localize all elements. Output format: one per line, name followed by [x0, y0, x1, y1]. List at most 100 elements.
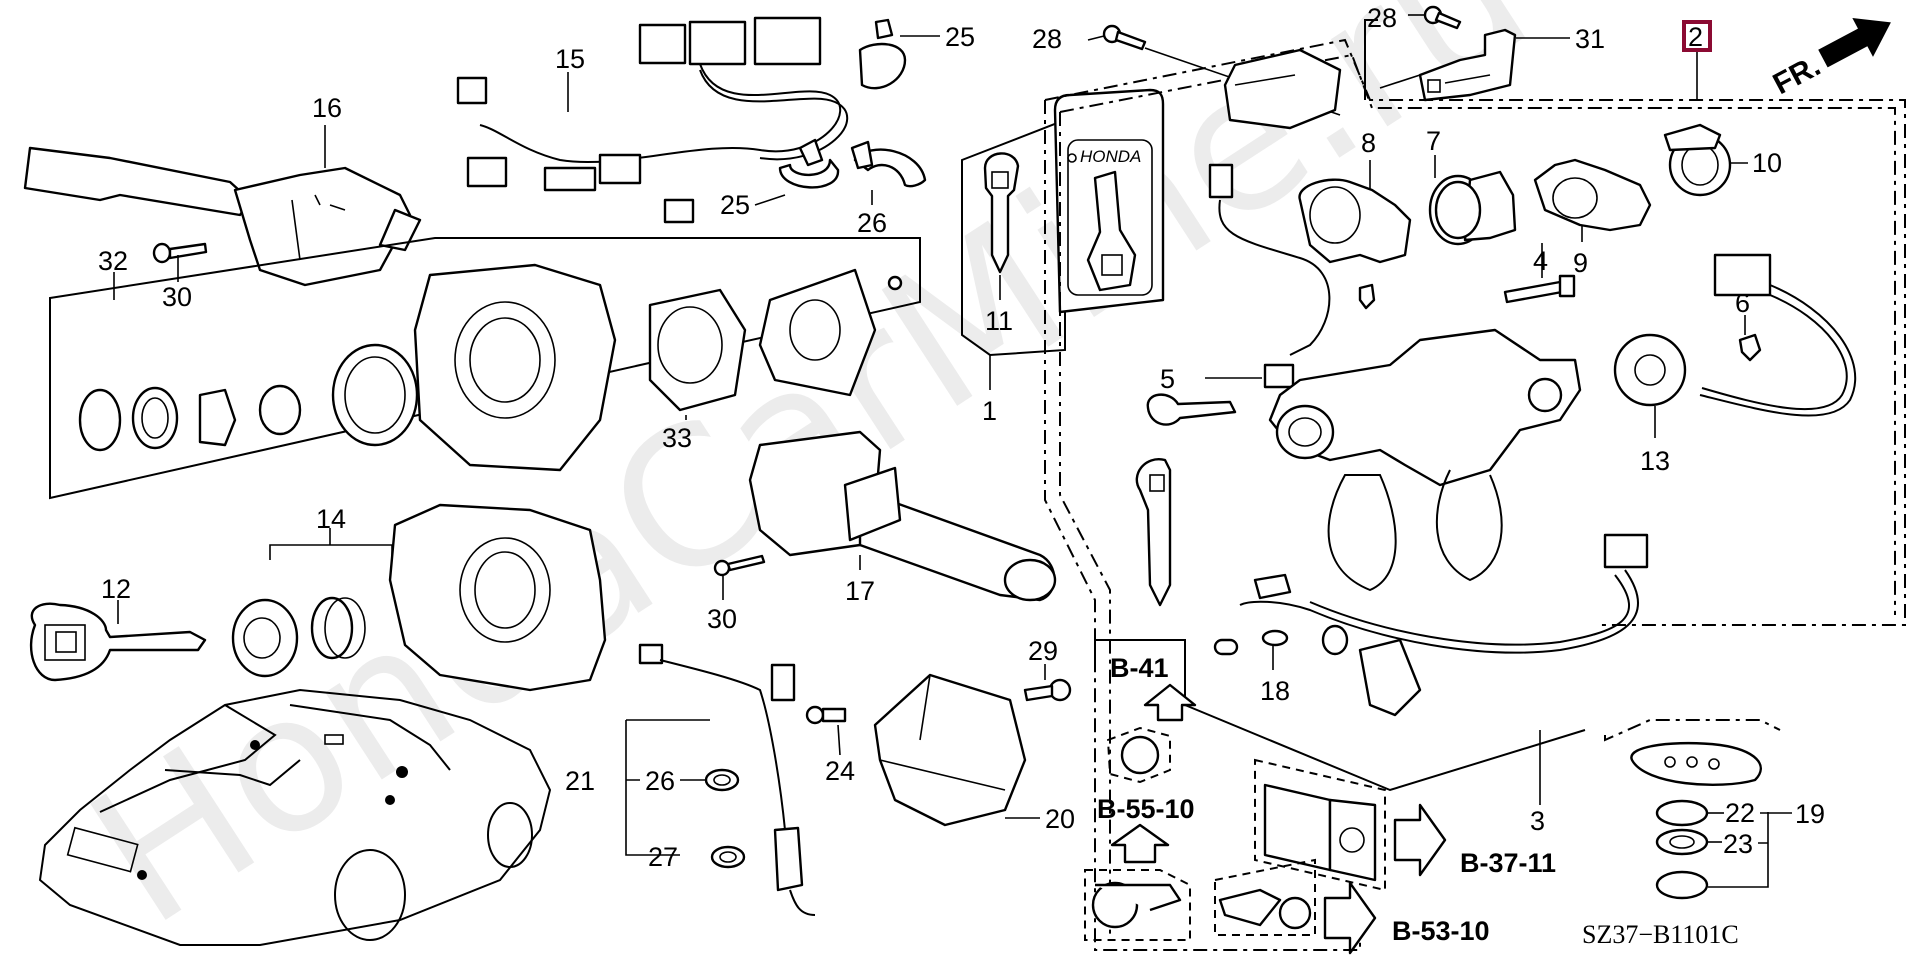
label-25-mid: 25: [720, 190, 750, 220]
ref-label-b41: B-41: [1110, 653, 1169, 683]
part-20-module: [873, 673, 1027, 827]
label-31: 31: [1575, 24, 1605, 54]
leader-19: [1708, 812, 1792, 888]
part-30-screw-lower: [713, 554, 766, 577]
ref-label-b53-10: B-53-10: [1392, 916, 1490, 946]
label-1: 1: [982, 396, 997, 426]
arrow-right-icon-2: [1323, 881, 1377, 955]
label-17: 17: [845, 576, 875, 606]
part-8-cover: [1298, 178, 1412, 264]
part-control-unit: [1223, 48, 1342, 130]
part-28-screw-top: [1102, 24, 1147, 51]
part-24-bolt: [805, 705, 847, 725]
label-30-lower: 30: [707, 604, 737, 634]
ref-box-divider: [1094, 639, 1586, 792]
label-28-right: 28: [1367, 3, 1397, 33]
ref-part-b37-11: [1254, 758, 1386, 892]
leader-25b: [754, 194, 786, 206]
front-direction-indicator: FR.: [1768, 18, 1891, 101]
vehicle-illustration: [38, 688, 552, 946]
label-9: 9: [1573, 248, 1588, 278]
part-11-key: [983, 152, 1020, 274]
group-box-1: [961, 118, 1066, 357]
label-10: 10: [1752, 148, 1782, 178]
part-5-connector-harness: [1208, 163, 1331, 389]
label-26-lower: 26: [645, 766, 675, 796]
part-32-cover-plate: [758, 268, 903, 397]
group-box-32: [49, 237, 921, 500]
part-31-bracket: [1418, 28, 1517, 102]
group-box-19: [1604, 719, 1781, 742]
ref-part-b55-10: [1084, 869, 1191, 941]
ref-label-b55-10: B-55-10: [1097, 794, 1195, 824]
group-box-2-outer-left: [1044, 100, 1361, 951]
part-17-wiper-switch: [748, 430, 1057, 602]
label-18: 18: [1260, 676, 1290, 706]
part-9-cylinder-cover: [1533, 158, 1652, 232]
label-22: 22: [1725, 798, 1755, 828]
label-11: 11: [985, 306, 1013, 336]
part-4-bolt: [1503, 274, 1576, 304]
part-26-clamp-lower: [704, 768, 740, 792]
part-18-bulb: [1213, 629, 1289, 656]
part-30-screw: [152, 242, 208, 264]
leader-24: [837, 724, 841, 756]
highlight-box-2-inner: [1686, 24, 1708, 48]
part-32-housing: [413, 263, 617, 472]
label-19: 19: [1795, 799, 1825, 829]
label-29: 29: [1028, 636, 1058, 666]
label-26-top: 26: [857, 208, 887, 238]
part-sensor-cable: [638, 643, 816, 916]
drawing-code: SZ37−B1101C: [1582, 920, 1739, 949]
part-13-ignition-switch: [1613, 253, 1857, 417]
label-20: 20: [1045, 804, 1075, 834]
part-32-rings: [78, 343, 419, 452]
part-12-key: [29, 602, 207, 682]
leader-21: [625, 719, 710, 856]
label-32: 32: [98, 246, 128, 276]
label-16: 16: [312, 93, 342, 123]
part-3-steering-lock: [1268, 328, 1582, 487]
label-21: 21: [565, 766, 595, 796]
group-box-31: [1364, 19, 1378, 100]
fr-label: FR.: [1768, 49, 1826, 101]
label-27: 27: [648, 842, 678, 872]
part-25-clamp: [778, 138, 840, 189]
label-3: 3: [1530, 806, 1545, 836]
part-6-screw: [1738, 333, 1762, 362]
label-25-top: 25: [945, 22, 975, 52]
arrow-right-icon: [1393, 803, 1447, 877]
label-15: 15: [555, 44, 585, 74]
label-12: 12: [101, 574, 131, 604]
label-5: 5: [1160, 364, 1175, 394]
label-2: 2: [1688, 22, 1703, 52]
label-8: 8: [1361, 128, 1376, 158]
part-7-cylinder-housing: [1428, 170, 1517, 246]
label-23: 23: [1723, 829, 1753, 859]
part-33-spiral-cable: [648, 288, 747, 412]
part-keys: [1135, 393, 1237, 607]
part-combination-switch-body: [388, 503, 607, 692]
honda-key-card: HONDA: [1053, 88, 1165, 314]
part-14-cylinder: [231, 596, 366, 678]
label-4: 4: [1533, 246, 1548, 276]
label-14: 14: [316, 504, 346, 534]
label-30-top: 30: [162, 282, 192, 312]
card-brand-text: HONDA: [1080, 147, 1141, 166]
label-28-left: 28: [1032, 24, 1062, 54]
label-33: 33: [662, 423, 692, 453]
part-15-wire-harness: [456, 16, 849, 224]
part-28-screw-right: [1423, 5, 1462, 30]
leader-31-b: [1379, 74, 1421, 89]
screw-small: [1358, 283, 1376, 310]
leader-28a: [1087, 35, 1105, 41]
label-13: 13: [1640, 446, 1670, 476]
label-7: 7: [1426, 126, 1441, 156]
part-10-ring: [1663, 123, 1732, 197]
part-19-remote: [1630, 741, 1762, 900]
part-29-bolt: [1023, 678, 1072, 702]
front-arrow-icon: [1818, 18, 1891, 68]
label-24: 24: [825, 756, 855, 786]
ref-label-b37-11: B-37-11: [1460, 848, 1556, 878]
